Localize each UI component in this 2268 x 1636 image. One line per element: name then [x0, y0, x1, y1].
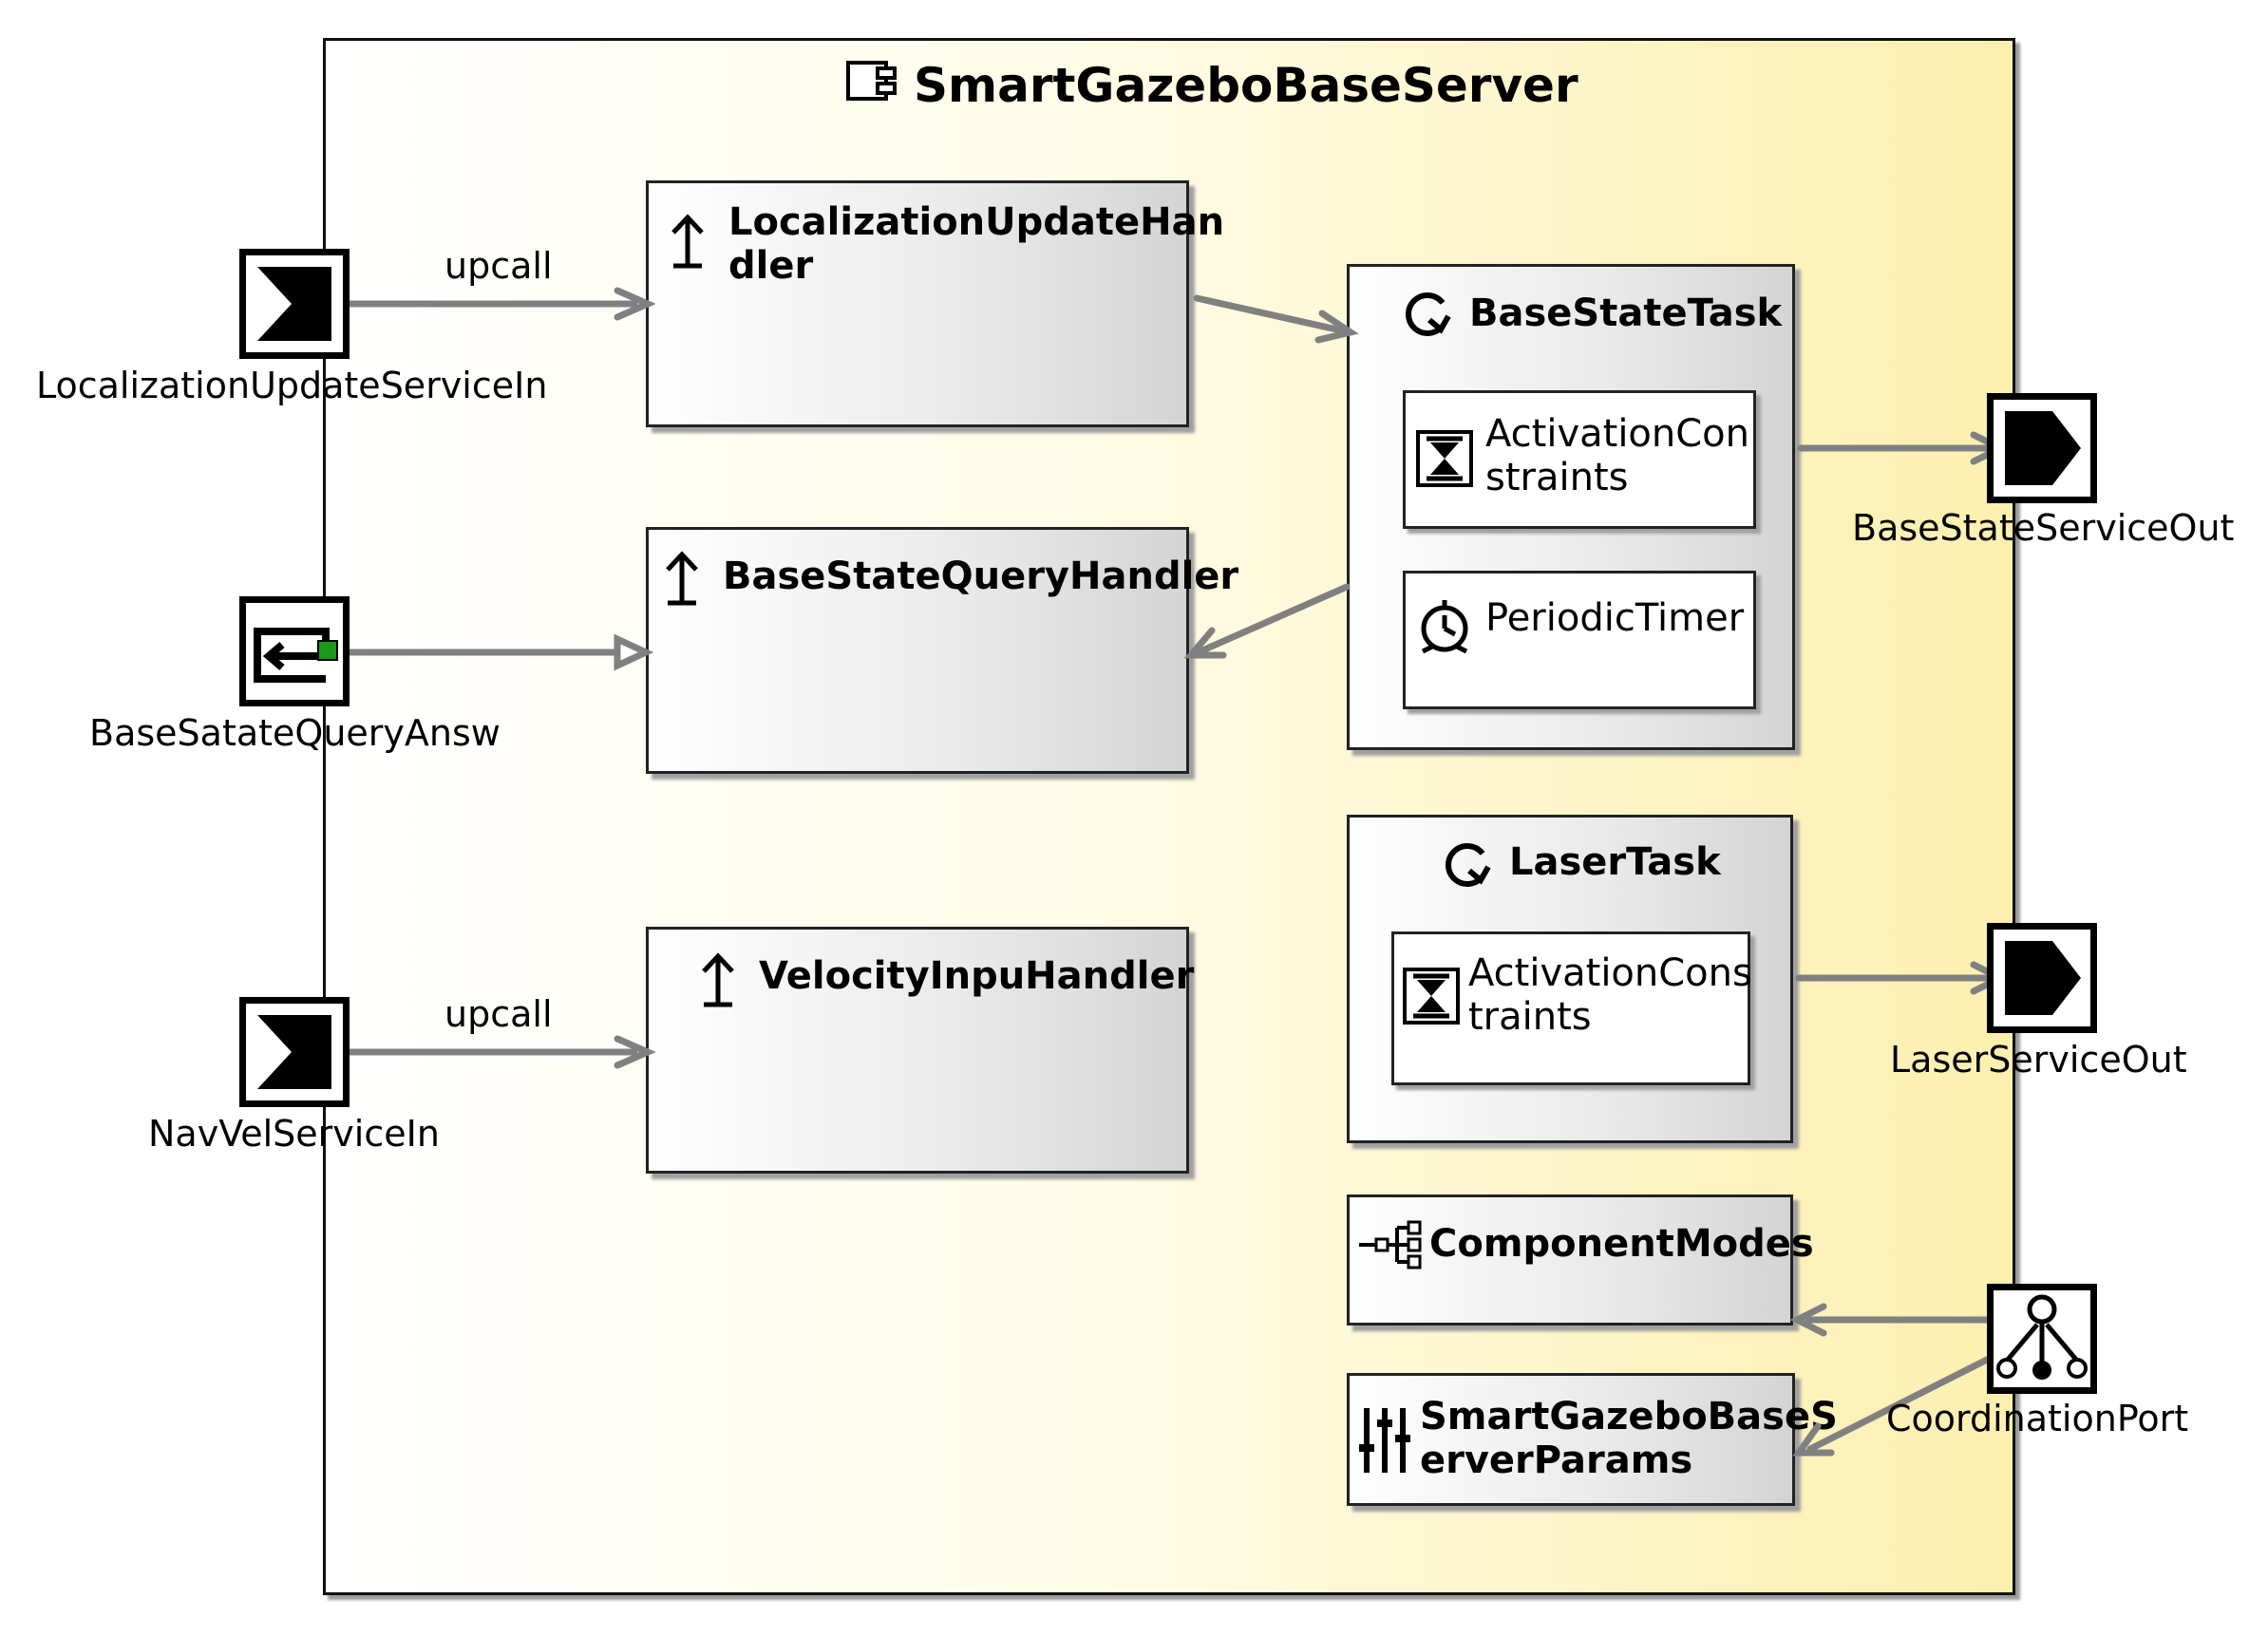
localization-update-handler[interactable]: LocalizationUpdateHan dler — [646, 180, 1224, 427]
edge-task-to-query-handler — [1197, 583, 1351, 655]
port-label-laser-service-out: LaserServiceOut — [1890, 1039, 2187, 1081]
upcall-handler-icon — [666, 212, 709, 274]
edge-upcall-velocity-arrowhead — [614, 1035, 656, 1069]
edge-answer-hollow-arrowhead — [614, 633, 654, 671]
port-localization-update-service-in[interactable] — [239, 249, 350, 359]
server-params[interactable]: SmartGazeboBaseS erverParams — [1347, 1373, 1838, 1506]
upcall-handler-icon — [696, 950, 740, 1013]
stopwatch-icon — [1415, 596, 1474, 659]
edge-label-upcall: upcall — [444, 993, 553, 1035]
port-label-nav-vel-service-in: NavVelServiceIn — [148, 1113, 440, 1155]
port-label-base-state-service-out: BaseStateServiceOut — [1852, 507, 2235, 549]
port-nav-vel-service-in[interactable] — [239, 997, 350, 1107]
port-base-state-service-out[interactable] — [1987, 393, 2097, 503]
component-header: SmartGazeboBaseServer — [845, 57, 1605, 114]
output-port-icon — [1994, 411, 2090, 500]
periodic-timer[interactable]: PeriodicTimer — [1403, 571, 1756, 709]
edge-localization-to-task-arrowhead — [1314, 310, 1359, 344]
sliders-icon — [1357, 1406, 1412, 1478]
activation-constraints[interactable]: ActivationCon straints — [1403, 390, 1756, 529]
activation-constraints-label: ActivationCons traints — [1468, 951, 1752, 1039]
localization-handler-title: LocalizationUpdateHan dler — [728, 200, 1225, 288]
port-coordination[interactable] — [1987, 1284, 2097, 1394]
edge-localization-to-task — [1193, 294, 1345, 334]
port-laser-service-out[interactable] — [1987, 923, 2097, 1033]
port-base-state-query-answer[interactable] — [239, 596, 350, 706]
edge-coordination-to-modes-arrowhead — [1789, 1303, 1827, 1337]
edge-label-upcall: upcall — [444, 245, 553, 287]
hourglass-icon — [1415, 429, 1474, 492]
component-title: SmartGazeboBaseServer — [914, 58, 1578, 113]
base-state-query-handler-title: BaseStateQueryHandler — [723, 555, 1239, 598]
port-label-coordination: CoordinationPort — [1886, 1398, 2189, 1439]
answer-port-icon — [246, 628, 343, 704]
component-modes[interactable]: ComponentModes — [1347, 1194, 1814, 1326]
edge-task-to-query-handler-arrowhead — [1183, 627, 1227, 659]
component-icon — [845, 58, 898, 113]
edge-coordination-to-params-arrowhead — [1792, 1422, 1835, 1457]
edge-coordination-to-params — [1806, 1356, 1991, 1453]
coordination-icon — [1994, 1294, 2090, 1391]
output-port-icon — [1994, 941, 2090, 1030]
task-cycle-icon — [1441, 838, 1494, 895]
periodic-timer-label: PeriodicTimer — [1485, 596, 1745, 640]
port-label-base-state-query-answer: BaseSatateQueryAnsw — [89, 712, 501, 754]
velocity-handler-title: VelocityInpuHandler — [759, 954, 1195, 998]
input-port-icon — [246, 267, 343, 356]
base-state-task-title: BaseStateTask — [1469, 291, 1783, 335]
activation-constraints-label: ActivationCon straints — [1485, 412, 1750, 499]
upcall-handler-icon — [660, 549, 704, 611]
port-label-localization-update-service-in: LocalizationUpdateServiceIn — [36, 365, 548, 406]
laser-task[interactable]: LaserTask ActivationCons traints — [1347, 815, 1793, 1143]
server-params-title: SmartGazeboBaseS erverParams — [1420, 1395, 1838, 1482]
edge-upcall-localization-arrowhead — [614, 287, 656, 321]
base-state-task[interactable]: BaseStateTask ActivationCon straints Per… — [1347, 264, 1795, 750]
laser-task-title: LaserTask — [1509, 840, 1721, 884]
velocity-input-handler[interactable]: VelocityInpuHandler — [646, 927, 1194, 1174]
hourglass-icon — [1402, 967, 1461, 1029]
input-port-icon — [246, 1015, 343, 1104]
mode-tree-icon — [1357, 1220, 1426, 1273]
base-state-query-handler[interactable]: BaseStateQueryHandler — [646, 527, 1238, 774]
activation-constraints[interactable]: ActivationCons traints — [1391, 931, 1752, 1085]
task-cycle-icon — [1401, 288, 1454, 345]
component-modes-title: ComponentModes — [1429, 1222, 1814, 1266]
